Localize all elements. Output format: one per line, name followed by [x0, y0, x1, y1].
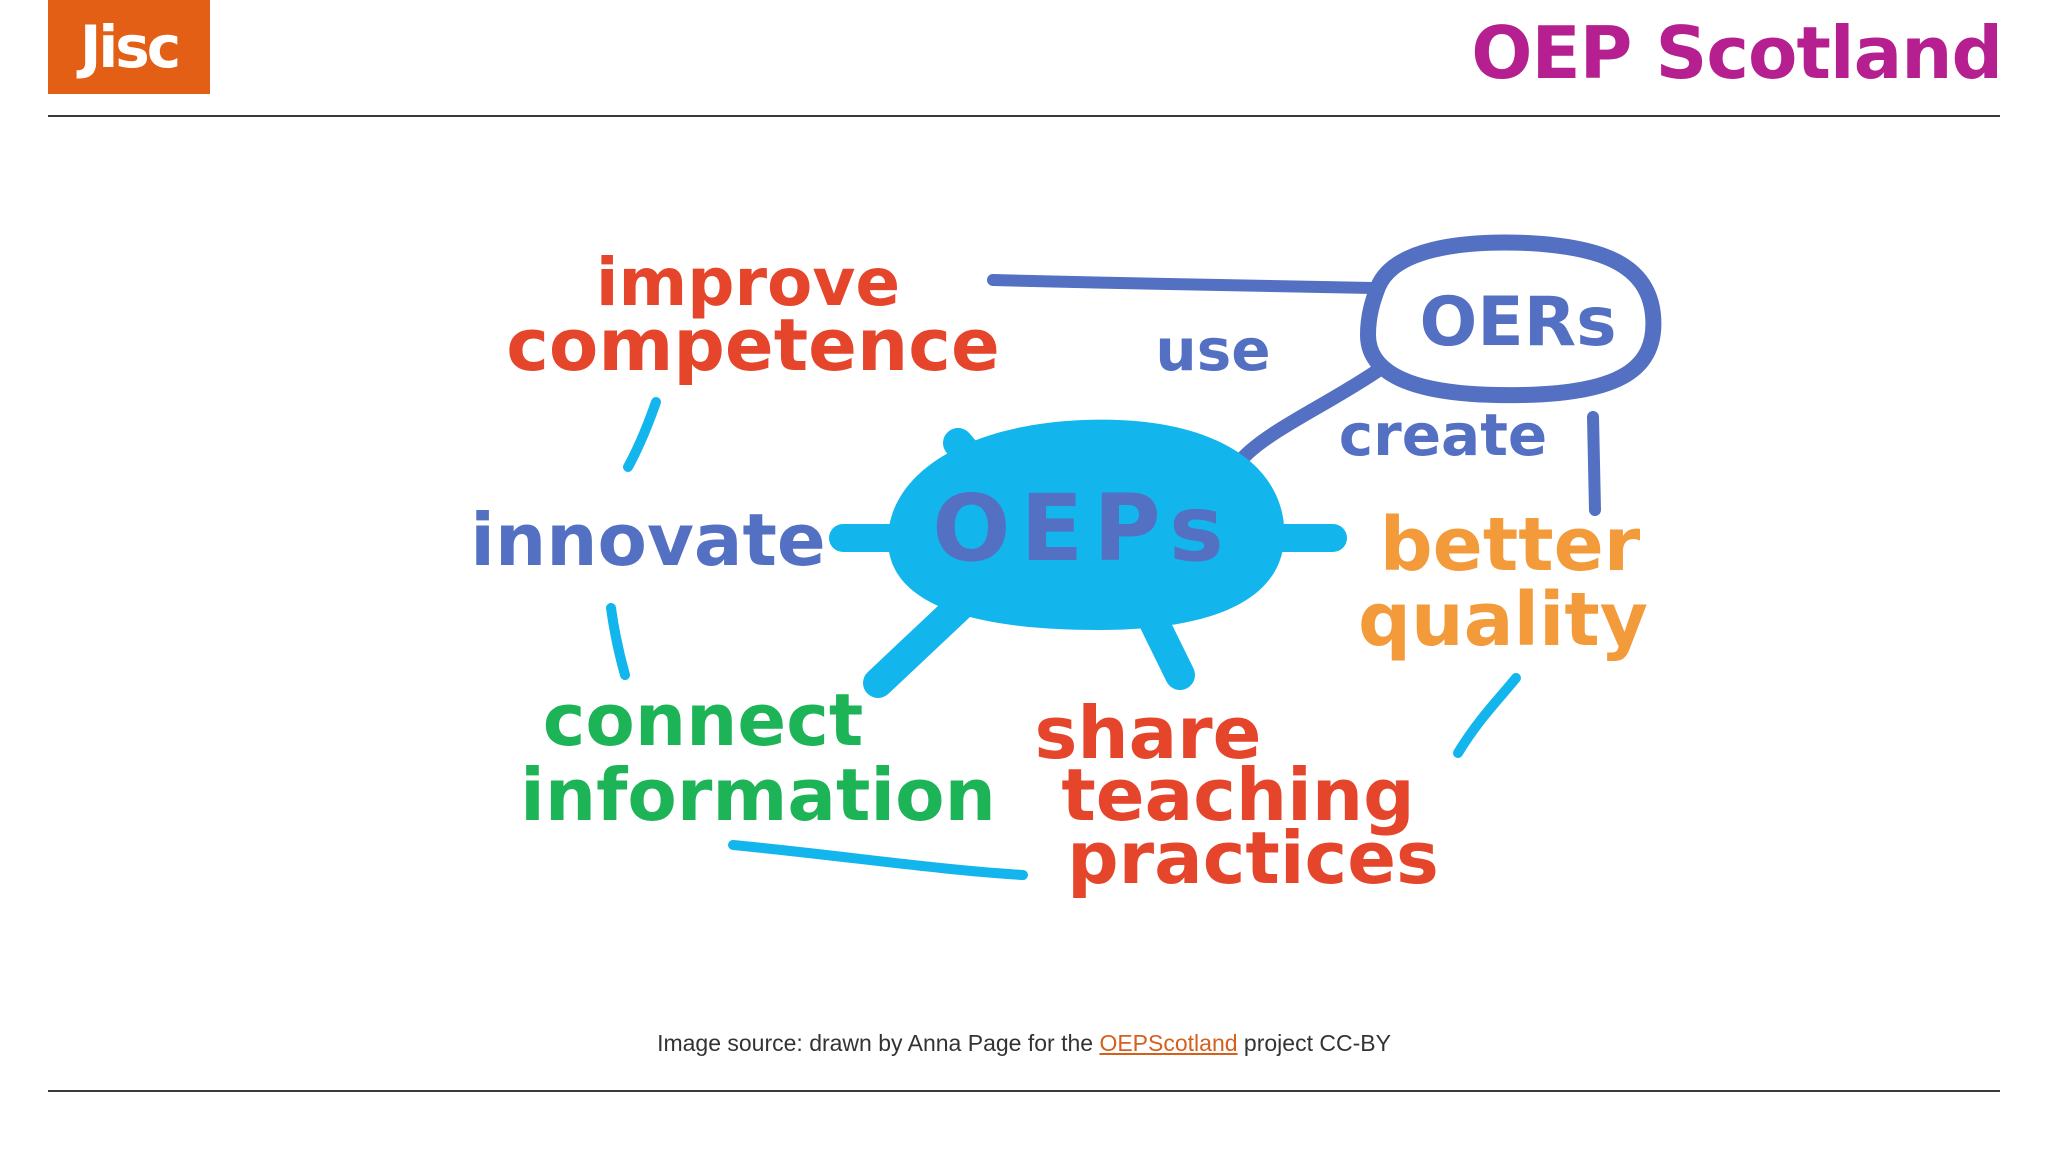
oeps-spoke-bottom-left: [863, 588, 978, 698]
connector-improve-oers: [987, 274, 1379, 294]
diagram-svg: OEPs OERs use create improve competence …: [470, 234, 1662, 900]
logo-text: Jisc: [79, 13, 181, 81]
create-label: create: [1339, 401, 1548, 469]
page-title: OEP Scotland: [1471, 11, 2003, 95]
innovate-label: innovate: [470, 498, 825, 582]
teaching-label: teaching: [1061, 753, 1414, 837]
competence-label: competence: [506, 303, 1000, 387]
practices-label: practices: [1067, 816, 1439, 900]
oepscotland-link[interactable]: OEPScotland: [1099, 1030, 1238, 1056]
connector-innovate-connect: [606, 603, 630, 680]
information-label: information: [520, 753, 996, 837]
connector-quality-share: [1453, 673, 1521, 758]
oeps-label: OEPs: [932, 475, 1234, 582]
connector-information-share: [728, 840, 1028, 880]
header-divider: [48, 115, 2000, 117]
connector-oeps-oers: [1234, 360, 1390, 467]
image-source-caption: Image source: drawn by Anna Page for the…: [0, 1030, 2048, 1057]
jisc-logo: Jisc: [48, 0, 210, 94]
oeps-spoke-bottom-right: [1138, 605, 1195, 690]
share-label: share: [1034, 691, 1261, 775]
oeps-hub: [888, 419, 1285, 630]
oers-bubble: [1359, 234, 1662, 404]
oep-diagram: OEPs OERs use create improve competence …: [418, 205, 1748, 965]
connector-oers-better: [1587, 411, 1601, 516]
caption-prefix: Image source: drawn by Anna Page for the: [657, 1030, 1100, 1056]
better-label: better: [1380, 502, 1641, 588]
connect-label: connect: [543, 678, 864, 762]
improve-label: improve: [596, 244, 900, 321]
use-label: use: [1155, 316, 1270, 384]
connector-competence-innovate: [623, 397, 661, 472]
oers-label: OERs: [1419, 283, 1616, 362]
caption-suffix: project CC-BY: [1237, 1030, 1391, 1056]
footer-divider: [48, 1090, 2000, 1092]
quality-label: quality: [1358, 577, 1648, 663]
